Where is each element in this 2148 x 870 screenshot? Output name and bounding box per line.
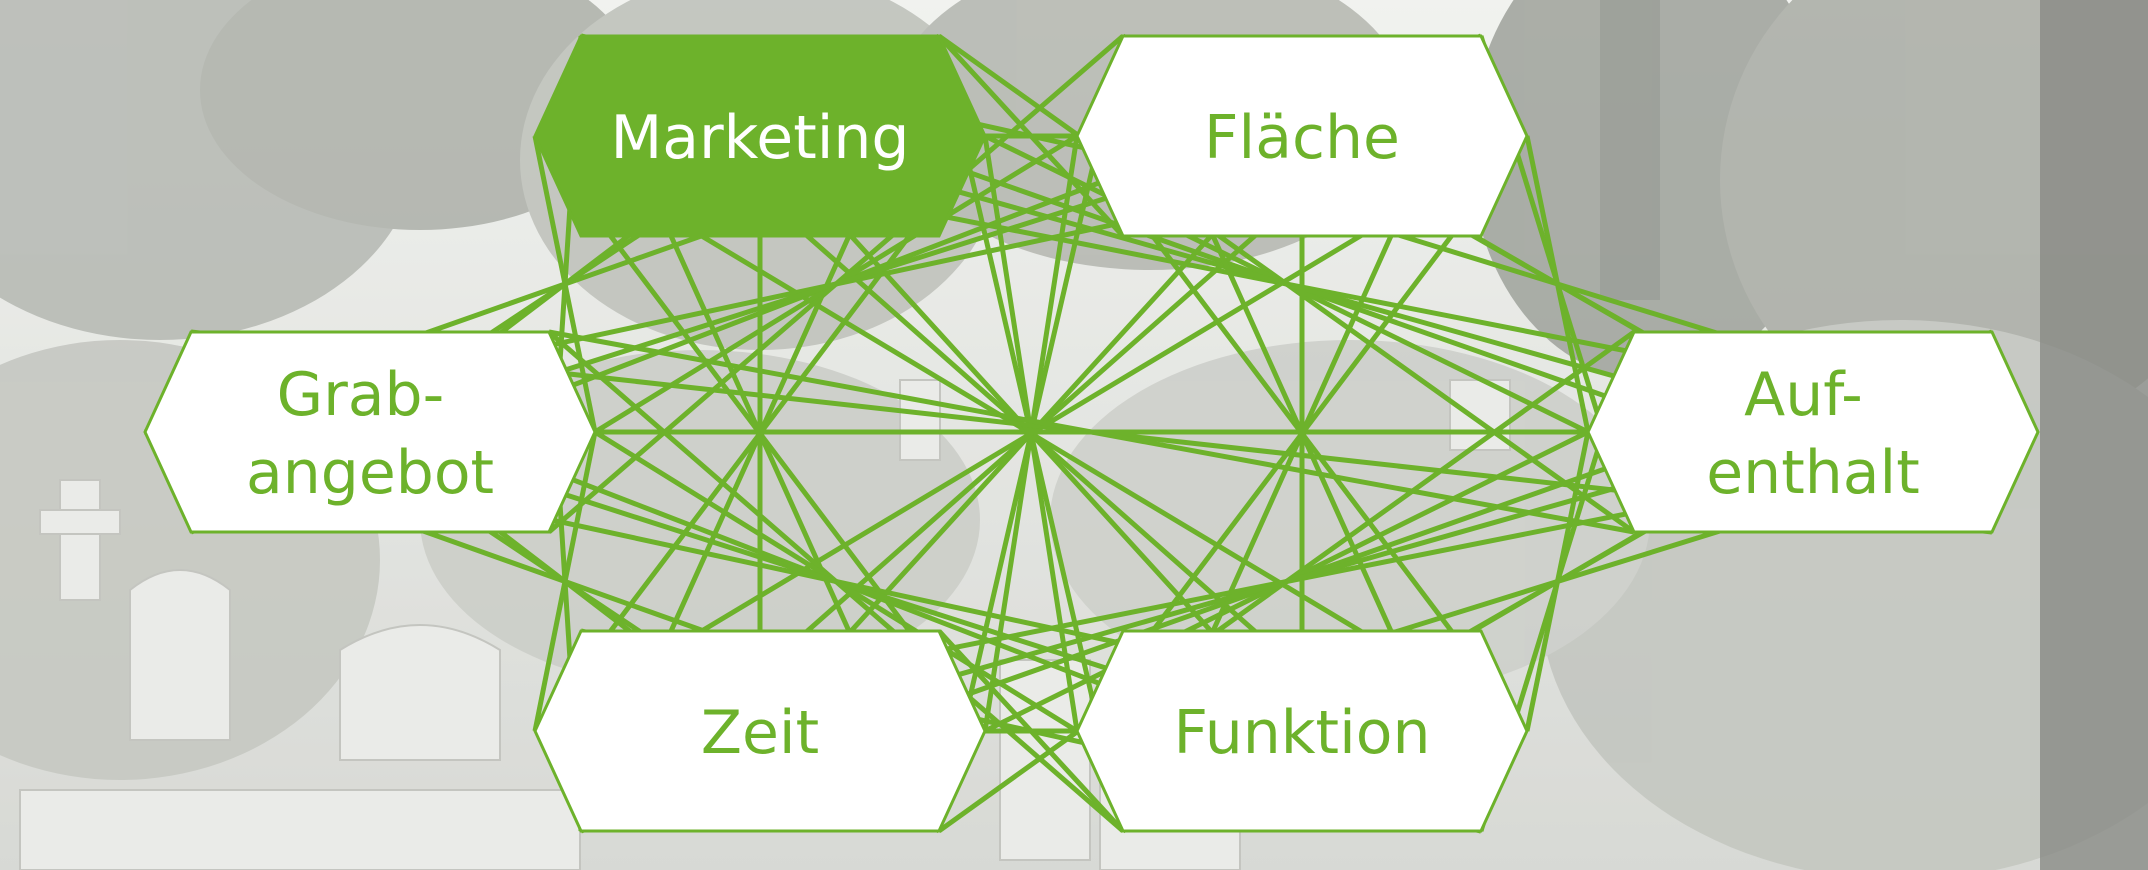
node-funktion[interactable]: Funktion xyxy=(1075,629,1529,833)
node-marketing[interactable]: Marketing xyxy=(533,34,987,238)
node-marketing-label: Marketing xyxy=(610,103,909,173)
node-zeit-hexagon xyxy=(533,629,987,833)
node-grabangebot-label: Grab- angebot xyxy=(246,360,494,508)
node-grabangebot[interactable]: Grab- angebot xyxy=(143,330,597,534)
node-aufenthalt[interactable]: Auf- enthalt xyxy=(1586,330,2040,534)
node-zeit[interactable]: Zeit xyxy=(533,629,987,833)
node-grabangebot-hexagon xyxy=(143,330,597,534)
node-aufenthalt-label: Auf- enthalt xyxy=(1706,360,1919,508)
node-zeit-label: Zeit xyxy=(701,698,819,768)
node-flaeche-label: Fläche xyxy=(1204,103,1400,173)
node-marketing-hexagon xyxy=(533,34,987,238)
node-flaeche-hexagon xyxy=(1075,34,1529,238)
node-funktion-hexagon xyxy=(1075,629,1529,833)
node-aufenthalt-hexagon xyxy=(1586,330,2040,534)
node-funktion-label: Funktion xyxy=(1174,698,1431,768)
hexagon-nodes: Marketing Fläche Grab- angebot Auf- xyxy=(143,34,2040,833)
node-flaeche[interactable]: Fläche xyxy=(1075,34,1529,238)
